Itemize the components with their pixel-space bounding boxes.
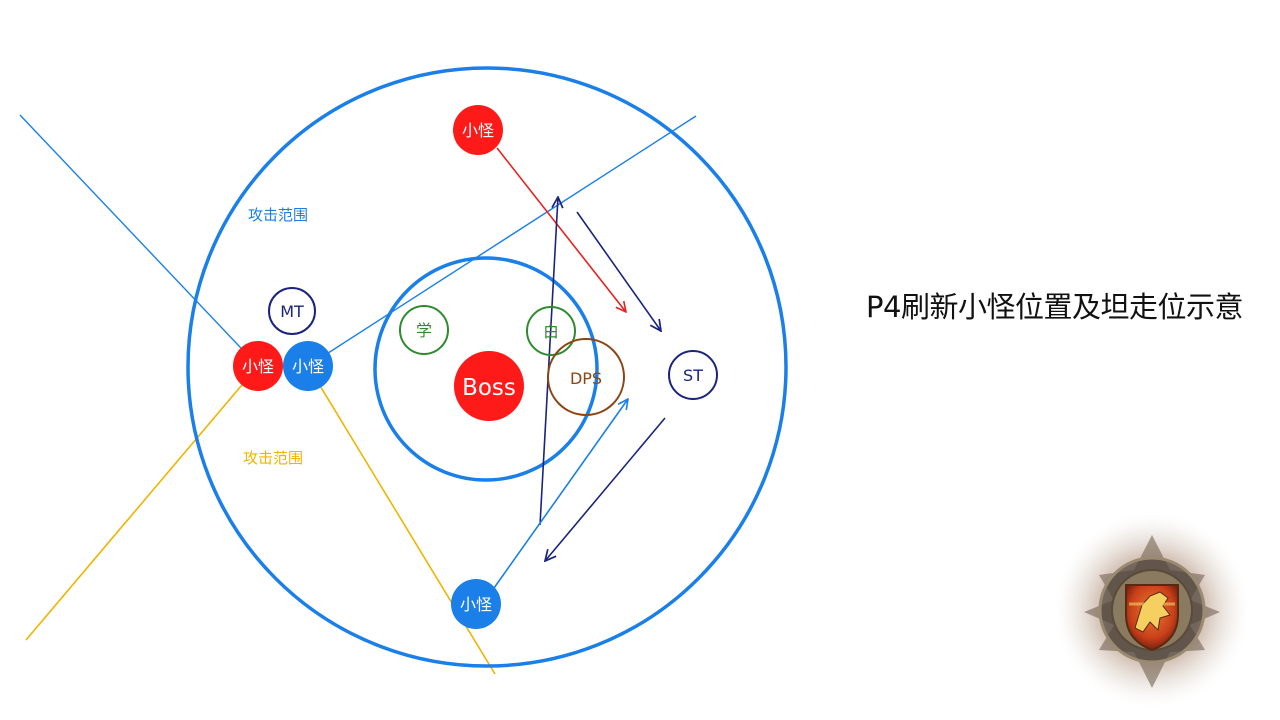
- add-marker-bottom-blue: 小怪: [451, 579, 501, 629]
- boss-label: Boss: [462, 375, 516, 401]
- add-label-top-red: 小怪: [462, 121, 494, 140]
- attack-range-line-blue-upper: [19, 114, 259, 367]
- attack-range-label-yellow: 攻击范围: [243, 449, 303, 467]
- st-path-arrow-down-right: [576, 211, 661, 331]
- st-label: ST: [683, 366, 703, 385]
- add-label-left-red: 小怪: [242, 357, 274, 376]
- healer-marker-xue: 学: [399, 305, 449, 355]
- attack-range-label-blue: 攻击范围: [248, 206, 308, 224]
- inner-ring: [373, 256, 599, 482]
- lion-crest-emblem-icon: [1052, 510, 1252, 710]
- healer-marker-bai: 白: [526, 306, 576, 356]
- dps-label: DPS: [570, 369, 602, 388]
- add-marker-left-blue: 小怪: [283, 341, 333, 391]
- mt-marker: MT: [268, 287, 316, 335]
- st-path-arrow-down-left: [545, 417, 666, 561]
- page-title: P4刷新小怪位置及坦走位示意: [866, 290, 1243, 324]
- st-path-arrow-up: [539, 197, 558, 526]
- st-marker: ST: [668, 350, 718, 400]
- attack-range-line-yellow-left: [25, 365, 259, 641]
- add-label-bottom-blue: 小怪: [460, 595, 492, 614]
- outer-ring: [186, 66, 788, 668]
- dps-marker: DPS: [547, 338, 625, 416]
- add-marker-top-red: 小怪: [453, 105, 503, 155]
- mt-label: MT: [280, 302, 304, 321]
- healer-label-bai: 白: [543, 322, 559, 341]
- healer-label-xue: 学: [416, 321, 432, 340]
- attack-range-line-blue-lower: [307, 115, 697, 367]
- add-path-arrow-red: [496, 147, 626, 312]
- boss-marker: Boss: [454, 351, 524, 421]
- add-label-left-blue: 小怪: [292, 357, 324, 376]
- add-path-arrow-blue: [493, 399, 628, 589]
- add-marker-left-red: 小怪: [233, 341, 283, 391]
